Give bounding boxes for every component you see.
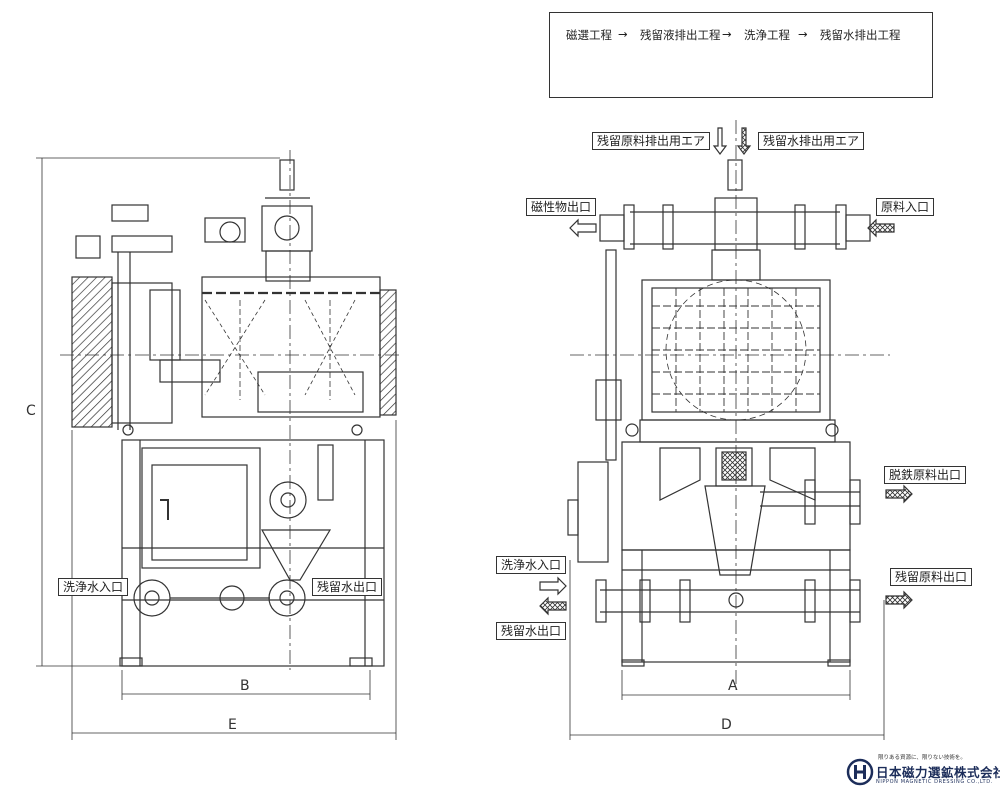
label-material-inlet: 原料入口	[876, 198, 935, 216]
left-machine-view	[71, 159, 397, 667]
label-right-residual-water-outlet: 残留水出口	[496, 622, 567, 640]
left-dimension-lines	[36, 150, 400, 740]
label-residual-material-outlet: 残留原料出口	[890, 568, 973, 586]
company-name-en: NIPPON MAGNETIC DRESSING CO.,LTD.	[876, 779, 993, 785]
dim-label-c: C	[26, 403, 36, 419]
label-deironed-material-outlet: 脱鉄原料出口	[884, 466, 967, 484]
legend-step-residual-liquid: 残留液排出工程	[640, 28, 721, 42]
company-emblem-icon	[846, 758, 874, 786]
right-dimension-lines	[569, 120, 890, 740]
dim-label-b: B	[240, 678, 250, 694]
legend-step-washing: 洗浄工程	[744, 28, 790, 42]
label-residual-water-air: 残留水排出用エア	[758, 132, 865, 150]
legend-arrow-1: →	[618, 27, 628, 41]
legend-box: 磁選工程 → 残留液排出工程 → 洗浄工程 → 残留水排出工程	[549, 12, 933, 98]
label-left-wash-water-inlet: 洗浄水入口	[58, 578, 129, 596]
company-tagline: 限りある資源に、限りない技術を。	[878, 755, 966, 761]
left-magnet-block	[71, 276, 113, 428]
label-left-residual-water-outlet: 残留水出口	[312, 578, 383, 596]
company-logo: 限りある資源に、限りない技術を。 日本磁力選鉱株式会社 NIPPON MAGNE…	[846, 752, 1000, 792]
label-magnetic-outlet: 磁性物出口	[526, 198, 597, 216]
label-right-wash-water-inlet: 洗浄水入口	[496, 556, 567, 574]
legend-arrow-2: →	[722, 27, 732, 41]
legend-arrow-3: →	[798, 27, 808, 41]
company-name: 日本磁力選鉱株式会社	[876, 765, 1000, 780]
legend-step-residual-water: 残留水排出工程	[820, 28, 901, 42]
legend-step-magnetic-separation: 磁選工程	[566, 28, 612, 42]
dim-label-e: E	[228, 717, 237, 733]
dim-label-a: A	[728, 678, 738, 694]
label-residual-material-air: 残留原料排出用エア	[592, 132, 711, 150]
dim-label-d: D	[721, 717, 732, 733]
